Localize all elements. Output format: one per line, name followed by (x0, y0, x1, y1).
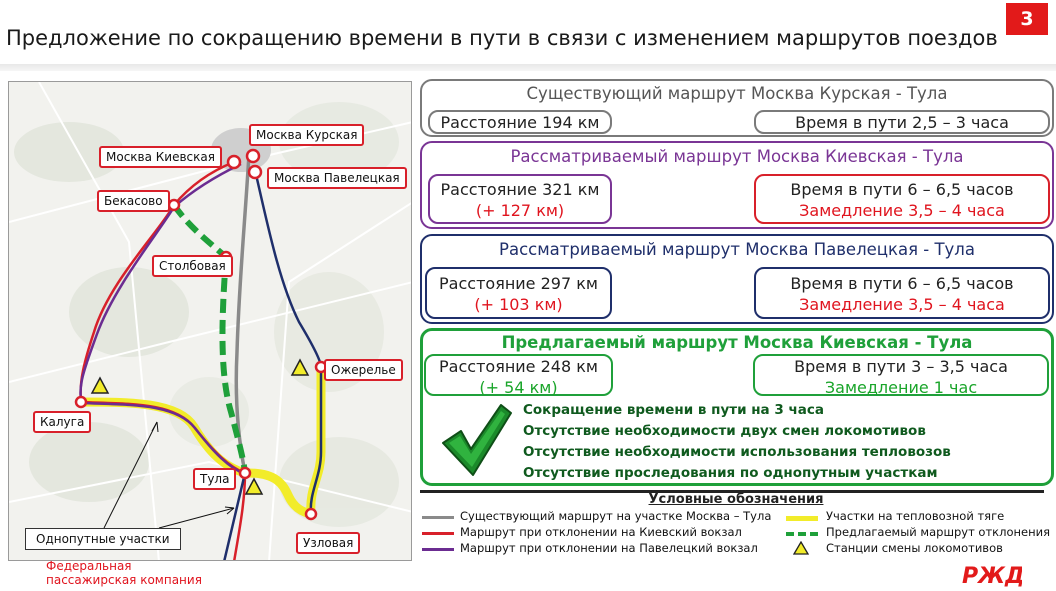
benefit-item: Отсутствие необходимости использования т… (523, 444, 951, 460)
kiev-distance-box: Расстояние 321 км (+ 127 км) (428, 174, 612, 224)
existing-route-title: Существующий маршрут Москва Курская - Ту… (526, 84, 948, 103)
page-title: Предложение по сокращению времени в пути… (6, 26, 998, 50)
header-divider (0, 64, 1056, 71)
rzd-logo-icon: РЖД (962, 564, 1022, 588)
company-name-line1: Федеральная (46, 559, 132, 573)
kiev-distance: Расстояние 321 км (440, 180, 600, 199)
label-bekasovo: Бекасово (97, 190, 170, 212)
label-stolbovaya: Столбовая (152, 255, 233, 277)
paveletsk-route-line (253, 169, 323, 515)
company-name: Федеральная пассажирская компания (46, 559, 202, 587)
label-kaluga: Калуга (33, 411, 92, 433)
paveletsk-route-title: Рассматриваемый маршрут Москва Павелецка… (499, 240, 975, 259)
legend-swatch-diesel (786, 516, 818, 521)
route-map: Москва Курская Москва Киевская Москва Па… (8, 81, 412, 561)
legend-loco-change: Станции смены локомотивов (826, 541, 1003, 555)
kiev-time: Время в пути 6 – 6,5 часов (790, 180, 1014, 199)
kiev-slowdown: Замедление 3,5 – 4 часа (799, 201, 1005, 220)
label-tula: Тула (193, 468, 237, 490)
paveletsk-time: Время в пути 6 – 6,5 часов (790, 274, 1014, 293)
legend-triangle-icon (793, 541, 809, 555)
page-number: 3 (1006, 3, 1048, 35)
legend: Условные обозначения Существующий маршру… (416, 490, 1056, 562)
benefit-item: Отсутствие проследования по однопутным у… (523, 465, 938, 481)
legend-title: Условные обозначения (648, 492, 824, 507)
benefit-item: Отсутствие необходимости двух смен локом… (523, 423, 926, 439)
label-moscow-paveletsk: Москва Павелецкая (267, 167, 407, 189)
label-ozherelye: Ожерелье (324, 359, 403, 381)
legend-swatch-existing (422, 516, 454, 519)
legend-swatch-kiev (422, 532, 454, 535)
legend-paveletsk: Маршрут при отклонении на Павелецкий вок… (460, 541, 758, 555)
loco-change-triangles (90, 358, 310, 495)
single-track-arrows (103, 421, 235, 529)
proposed-distance-box: Расстояние 248 км (+ 54 км) (424, 354, 613, 397)
label-moscow-kiev: Москва Киевская (99, 146, 222, 168)
paveletsk-time-box: Время в пути 6 – 6,5 часов Замедление 3,… (754, 267, 1050, 319)
legend-proposed: Предлагаемый маршрут отклонения (826, 525, 1050, 539)
panel-kiev-route: Рассматриваемый маршрут Москва Киевская … (420, 141, 1054, 229)
proposed-time: Время в пути 3 – 3,5 часа (794, 357, 1008, 376)
single-track-note: Однопутные участки (25, 528, 181, 550)
panel-existing-route: Существующий маршрут Москва Курская - Ту… (420, 79, 1054, 137)
svg-text:РЖД: РЖД (962, 564, 1022, 588)
kiev-route-title: Рассматриваемый маршрут Москва Киевская … (510, 147, 964, 166)
existing-time: Время в пути 2,5 – 3 часа (754, 110, 1050, 134)
proposed-distance-delta: (+ 54 км) (479, 378, 558, 397)
kiev-distance-delta: (+ 127 км) (475, 201, 565, 220)
kiev-time-box: Время в пути 6 – 6,5 часов Замедление 3,… (754, 174, 1050, 224)
proposed-time-box: Время в пути 3 – 3,5 часа Замедление 1 ч… (753, 354, 1049, 397)
proposed-route-title: Предлагаемый маршрут Москва Киевская - Т… (501, 333, 973, 352)
legend-existing: Существующий маршрут на участке Москва –… (460, 509, 772, 523)
legend-swatch-paveletsk (422, 548, 454, 551)
paveletsk-distance-delta: (+ 103 км) (474, 295, 563, 314)
proposed-route-line (171, 203, 248, 474)
benefit-item: Сокращение времени в пути на 3 часа (523, 402, 824, 418)
paveletsk-distance: Расстояние 297 км (439, 274, 598, 293)
legend-top-line (420, 490, 1044, 493)
proposed-slowdown: Замедление 1 час (824, 378, 978, 397)
legend-kiev: Маршрут при отклонении на Киевский вокза… (460, 525, 742, 539)
company-name-line2: пассажирская компания (46, 573, 202, 587)
paveletsk-slowdown: Замедление 3,5 – 4 часа (799, 295, 1005, 314)
legend-diesel: Участки на тепловозной тяге (826, 509, 1005, 523)
paveletsk-distance-box: Расстояние 297 км (+ 103 км) (425, 267, 612, 319)
legend-swatch-proposed (786, 532, 818, 536)
panel-paveletsk-route: Рассматриваемый маршрут Москва Павелецка… (420, 234, 1054, 324)
label-moscow-kursk: Москва Курская (249, 124, 365, 146)
existing-distance: Расстояние 194 км (428, 110, 612, 134)
navy-spur-line (223, 472, 247, 560)
label-uzlovaya: Узловая (296, 532, 361, 554)
checkmark-icon (442, 404, 512, 476)
proposed-distance: Расстояние 248 км (439, 357, 598, 376)
panel-proposed-route: Предлагаемый маршрут Москва Киевская - Т… (420, 328, 1054, 486)
